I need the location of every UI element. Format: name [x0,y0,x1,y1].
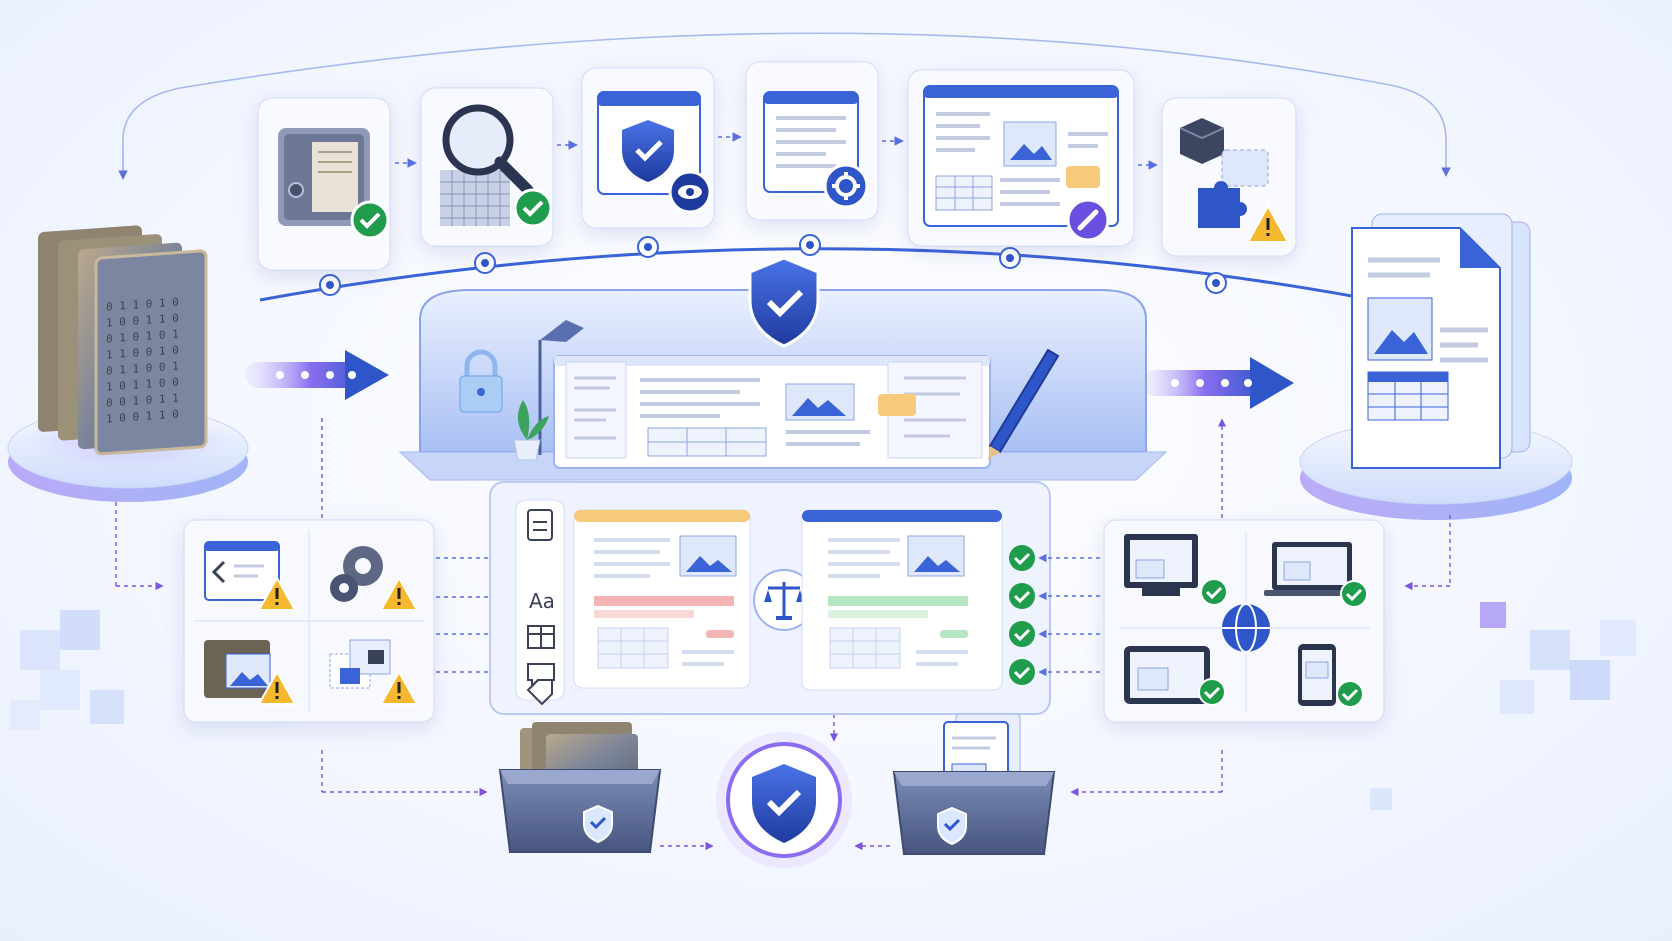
svg-text:0 1 1 0 1 0: 0 1 1 0 1 0 [106,296,179,314]
svg-text:1 0 1 1 0 0: 1 0 1 1 0 0 [106,376,179,394]
warning-icon [257,669,297,705]
desktop-monitor-icon[interactable] [1124,534,1228,606]
globe-icon [1222,603,1270,653]
check-badge-icon [1009,583,1035,609]
pipeline-step-layout[interactable] [907,69,1135,247]
svg-text:1 0 0 1 1 0: 1 0 0 1 1 0 [106,312,179,330]
table-icon[interactable] [527,625,555,649]
check-badge-icon [1009,545,1035,571]
check-badge-icon [1009,659,1035,685]
modern-documents-platform [1299,213,1573,520]
pipeline-step-scan[interactable] [420,87,554,247]
tag-icon[interactable] [526,679,553,706]
check-badge-icon [513,188,553,228]
check-badge-icon [1200,578,1228,606]
legacy-archive-bin [498,722,662,853]
legacy-document-stack-icon: 0 1 1 0 1 0 1 0 0 1 1 0 0 1 0 1 0 1 1 1 … [38,225,208,456]
validation-checks [1009,545,1035,685]
laptop-icon[interactable] [1264,542,1368,608]
source-document-view[interactable] [573,509,751,689]
background-cubes-right [1370,602,1636,810]
svg-text:Aa: Aa [529,589,555,613]
desk-lamp-icon [538,320,584,455]
tablet-icon[interactable] [1124,646,1226,706]
check-badge-icon [1336,680,1364,708]
gears-icon [330,546,383,602]
devices-panel [1103,519,1385,723]
broken-image-icon [204,640,271,698]
verified-shield-icon [752,764,816,843]
warning-badge-icon [1246,203,1290,243]
font-icon[interactable]: Aa [529,589,555,613]
modern-document-icon [1351,213,1531,469]
svg-text:0 0 1 0 1 1: 0 0 1 0 1 1 [106,392,179,410]
eye-badge-icon [668,170,712,214]
check-badge-icon [1340,580,1368,608]
background-cubes-left [10,610,124,730]
top-arc-connector [122,32,1451,177]
phone-icon[interactable] [1298,644,1364,708]
pencil-badge-icon [1066,198,1110,242]
scattered-layout-icon [329,639,391,689]
components-puzzle-icon [1179,118,1269,228]
layout-editor-icon [923,85,1119,227]
workspace-shield-icon [748,256,820,348]
svg-text:0 1 1 0 0 1: 0 1 1 0 0 1 [106,360,179,378]
verified-shield-badge [716,732,852,868]
lock-icon [459,349,503,413]
pipeline-step-archive[interactable] [257,97,391,271]
legacy-documents-platform: 0 1 1 0 1 0 1 0 0 1 1 0 0 1 0 1 0 1 1 1 … [7,225,249,502]
svg-text:1 1 0 0 1 0: 1 1 0 0 1 0 [106,344,179,362]
file-icon[interactable] [527,509,553,541]
compare-sidebar: Aa [515,499,565,706]
comparison-panel: Aa [489,481,1051,715]
magnifier-scan-icon [440,104,534,226]
svg-text:0 1 0 1 0 1: 0 1 0 1 0 1 [106,328,179,346]
bin-shield-icon [583,804,613,844]
code-window-icon [204,541,280,601]
flow-arrow-left [245,350,389,400]
check-badge-icon [350,200,390,240]
svg-text:1 0 0 1 1 0: 1 0 0 1 1 0 [106,408,179,426]
check-badge-icon [1009,621,1035,647]
central-workspace [398,256,1168,481]
warning-icon [257,575,297,611]
pipeline-step-secure[interactable] [581,67,715,229]
check-badge-icon [1198,678,1226,706]
bin-shield-icon [937,806,967,846]
flow-arrow-right [1142,357,1294,409]
timeline-nodes [319,234,1227,296]
pipeline-step-transform[interactable] [745,61,879,221]
safe-archive-icon [278,128,370,226]
pipeline-timeline [259,247,1401,307]
gear-badge-icon [823,163,869,209]
issue-grid-panel [183,519,435,723]
target-document-view[interactable] [801,509,1003,691]
pipeline-step-components[interactable] [1161,97,1297,257]
shield-document-icon [597,91,701,195]
warning-icon [379,575,419,611]
pen-icon [988,348,1060,460]
main-editor-window[interactable] [553,355,991,469]
plant-icon [513,400,549,461]
warning-icon [379,669,419,705]
pipeline-steps [257,61,1297,271]
modern-archive-bin [892,713,1056,855]
